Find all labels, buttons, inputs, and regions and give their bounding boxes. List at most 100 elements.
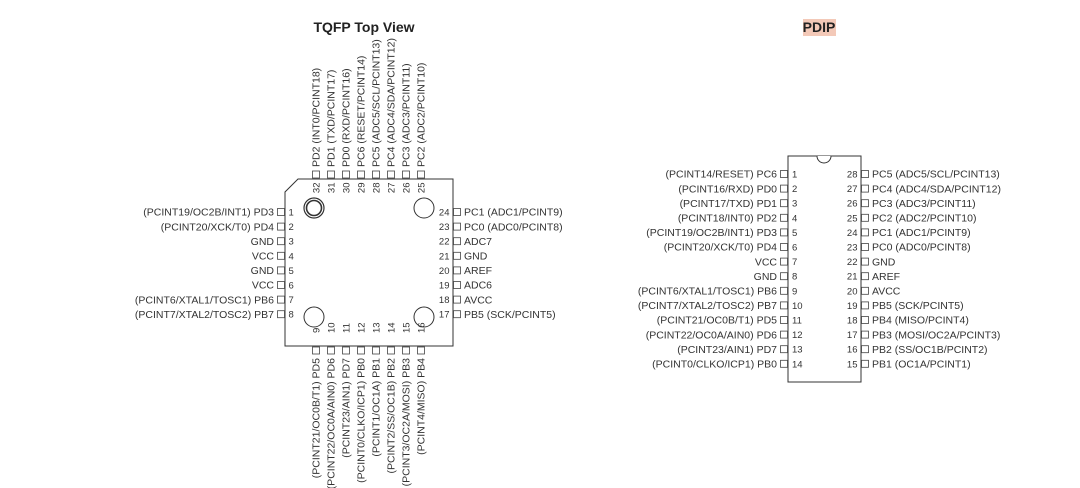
pin-pad: [402, 170, 410, 179]
pin-pad: [417, 346, 425, 355]
pin1-marker-inner: [305, 199, 323, 217]
pin-label: PC0 (ADC0/PCINT8): [464, 221, 563, 233]
pin-label: (PCINT7/XTAL2/TOSC2) PB7: [638, 300, 777, 312]
pin-pad: [861, 359, 869, 368]
pin-number: 21: [439, 251, 450, 262]
pin-label: ADC7: [464, 236, 492, 248]
pin-label: (PCINT19/OC2B/INT1) PD3: [646, 227, 777, 239]
pin-pad: [861, 257, 869, 266]
pin-pad: [861, 330, 869, 339]
tqfp-pin-29: PC6 (RESET/PCINT14)29: [356, 56, 368, 194]
pin-pad: [327, 170, 335, 179]
pin-pad: [453, 222, 461, 231]
pin-number: 13: [792, 345, 803, 356]
pdip-pin-17: PB3 (MOSI/OC2A/PCINT3) 17: [847, 329, 1000, 341]
pin-number: 9: [792, 286, 797, 297]
pin-pad: [387, 346, 395, 355]
pin-label: (PCINT3/OC2A/MOSI) PB3: [401, 358, 413, 487]
pin-label: (PCINT23/AIN1) PD7: [341, 358, 353, 458]
pin-number: 14: [792, 359, 803, 370]
pin-label: (PCINT6/XTAL1/TOSC1) PB6: [135, 294, 274, 306]
pin-pad: [861, 286, 869, 295]
pin-number: 18: [847, 316, 858, 327]
pin-pad: [372, 170, 380, 179]
pin-number: 2: [792, 184, 797, 195]
pin-number: 1: [792, 170, 797, 181]
pdip-pin-9: (PCINT6/XTAL1/TOSC1) PB6 9: [638, 286, 797, 298]
pin-number: 16: [847, 345, 858, 356]
pin-pad: [861, 170, 869, 178]
pin-label: PB3 (MOSI/OC2A/PCINT3): [872, 329, 1000, 341]
pin-number: 3: [289, 237, 294, 248]
pin-pad: [277, 208, 285, 216]
pdip-pin-19: PB5 (SCK/PCINT5)19: [847, 300, 964, 312]
pin-pad: [861, 213, 869, 222]
pin-pad: [453, 310, 461, 319]
pin-number: 24: [847, 228, 858, 239]
pin-number: 12: [792, 330, 803, 341]
corner-mark-bottom-right: [413, 306, 435, 328]
pdip-title: PDIP: [803, 19, 836, 35]
pin-label: PB1 (OC1A/PCINT1): [872, 359, 971, 371]
pin-number: 7: [792, 257, 797, 268]
tqfp-body: [284, 178, 454, 347]
pin-number: 23: [439, 222, 450, 233]
pin-pad: [277, 310, 285, 319]
pin-number: 12: [357, 322, 368, 333]
pin-label: PC4 (ADC4/SDA/PCINT12): [872, 183, 1001, 195]
pin-label: PC4 (ADC4/SDA/PCINT12): [386, 38, 398, 167]
pdip-pin-15: PB1 (OC1A/PCINT1)15: [847, 359, 971, 371]
pin-pad: [277, 251, 285, 260]
pdip-pin-23: PC0 (ADC0/PCINT8)23: [847, 242, 971, 254]
pin-pad: [453, 266, 461, 275]
pin-number: 27: [847, 184, 858, 195]
pin-number: 17: [847, 330, 858, 341]
pin-pad: [277, 237, 285, 246]
pin-label: GND: [872, 256, 896, 268]
pin-label: (PCINT20/XCK/T0) PD4: [664, 242, 777, 254]
pin-number: 10: [327, 322, 338, 333]
pin-pad: [312, 170, 320, 179]
pin-label: PC6 (RESET/PCINT14): [356, 56, 368, 167]
pin-label: (PCINT20/XCK/T0) PD4: [161, 221, 274, 233]
pin-label: PC3 (ADC3/PCINT11): [872, 198, 976, 210]
tqfp-pin-26: PC3 (ADC3/PCINT11)26: [401, 63, 413, 193]
pin-number: 27: [387, 183, 398, 194]
pin-pad: [780, 330, 788, 339]
pin-number: 17: [439, 310, 450, 321]
pin-number: 15: [402, 322, 413, 333]
pin-number: 18: [439, 295, 450, 306]
pin-label: PC5 (ADC5/SCL/PCINT13): [371, 39, 383, 167]
pin-pad: [342, 170, 350, 179]
pdip-pin-13: (PCINT23/AIN1) PD7 13: [677, 344, 802, 356]
pin-label: (PCINT22/OC0A/AIN0) PD6: [646, 329, 777, 341]
pin-label: (PCINT18/INT0) PD2: [678, 213, 777, 225]
pin-number: 32: [312, 183, 323, 194]
pin-number: 26: [402, 183, 413, 194]
pin-label: (PCINT19/OC2B/INT1) PD3: [143, 207, 274, 219]
pin-number: 6: [792, 243, 797, 254]
pdip-pin-28: PC5 (ADC5/SCL/PCINT13)28: [847, 169, 1000, 181]
pin-label: GND: [754, 271, 778, 283]
pin-label: PB2 (SS/OC1B/PCINT2): [872, 344, 988, 356]
pin-pad: [780, 170, 788, 178]
pdip-package: [787, 155, 862, 383]
pin-number: 11: [792, 316, 802, 327]
corner-mark-top-right: [413, 197, 435, 219]
pin-label: (PCINT6/XTAL1/TOSC1) PB6: [638, 286, 777, 298]
pin-label: (PCINT23/AIN1) PD7: [677, 344, 777, 356]
